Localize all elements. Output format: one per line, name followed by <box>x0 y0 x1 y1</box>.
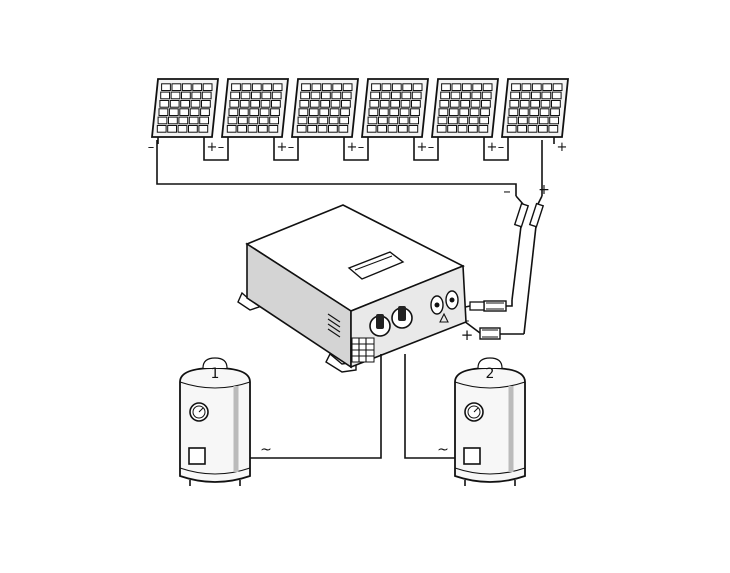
tank-1-output-symbol: ~ <box>260 442 272 458</box>
front-vent <box>351 337 375 363</box>
heater-control-box <box>188 447 206 465</box>
inline-connector-negative <box>511 195 530 301</box>
tank-label-badge: 1 <box>202 357 228 382</box>
thermometer-icon <box>464 402 484 422</box>
panel-series-connections <box>203 144 509 161</box>
series-link-4 <box>413 144 439 161</box>
inline-connector-positive <box>523 195 545 335</box>
series-link-5 <box>483 144 509 161</box>
output-wire-tank-1 <box>242 354 382 459</box>
series-link-3 <box>343 144 369 161</box>
tank-number-label: 1 <box>211 366 220 382</box>
solar-panel-6: –+ <box>498 78 569 155</box>
solar-panel-3: –+ <box>288 78 359 155</box>
panel-3-positive-label: + <box>347 140 358 155</box>
string-negative-label: – <box>503 182 511 200</box>
panel-4-negative-label: – <box>358 140 365 155</box>
heater-control-box <box>463 447 481 465</box>
solar-panel-array: –+–+–+–+–+–+ <box>148 78 569 155</box>
panel-6-negative-label: – <box>498 140 505 155</box>
panel-2-negative-label: – <box>218 140 225 155</box>
panel-5-negative-label: – <box>428 140 435 155</box>
input-positive-label: + <box>461 326 474 344</box>
panel-4-positive-label: + <box>417 140 428 155</box>
tank-number-label: 2 <box>486 366 495 382</box>
series-link-2 <box>273 144 299 161</box>
series-link-1 <box>203 144 229 161</box>
mppt-controller-unit <box>237 204 467 373</box>
solar-panel-1: –+ <box>148 78 219 155</box>
input-sockets <box>430 290 459 323</box>
thermometer-icon <box>189 402 209 422</box>
panel-1-negative-label: – <box>148 140 155 155</box>
tank-2-output-symbol: ~ <box>437 442 449 458</box>
water-tank-1: 1 <box>179 357 251 486</box>
output-switch-2 <box>391 306 413 329</box>
solar-panel-5: –+ <box>428 78 499 155</box>
side-vent <box>327 313 341 338</box>
panel-6-positive-label: + <box>557 140 568 155</box>
water-tank-2: 2 <box>454 357 526 486</box>
solar-panel-2: –+ <box>218 78 289 155</box>
solar-panel-4: –+ <box>358 78 429 155</box>
string-positive-label: + <box>538 182 550 198</box>
panel-5-positive-label: + <box>487 140 498 155</box>
panel-2-positive-label: + <box>277 140 288 155</box>
panel-1-positive-label: + <box>207 140 218 155</box>
string-negative-wire <box>156 140 517 196</box>
tank-label-badge: 2 <box>477 357 503 382</box>
output-switch-1 <box>369 314 391 337</box>
output-wire-tank-2 <box>404 354 458 459</box>
panel-3-negative-label: – <box>288 140 295 155</box>
